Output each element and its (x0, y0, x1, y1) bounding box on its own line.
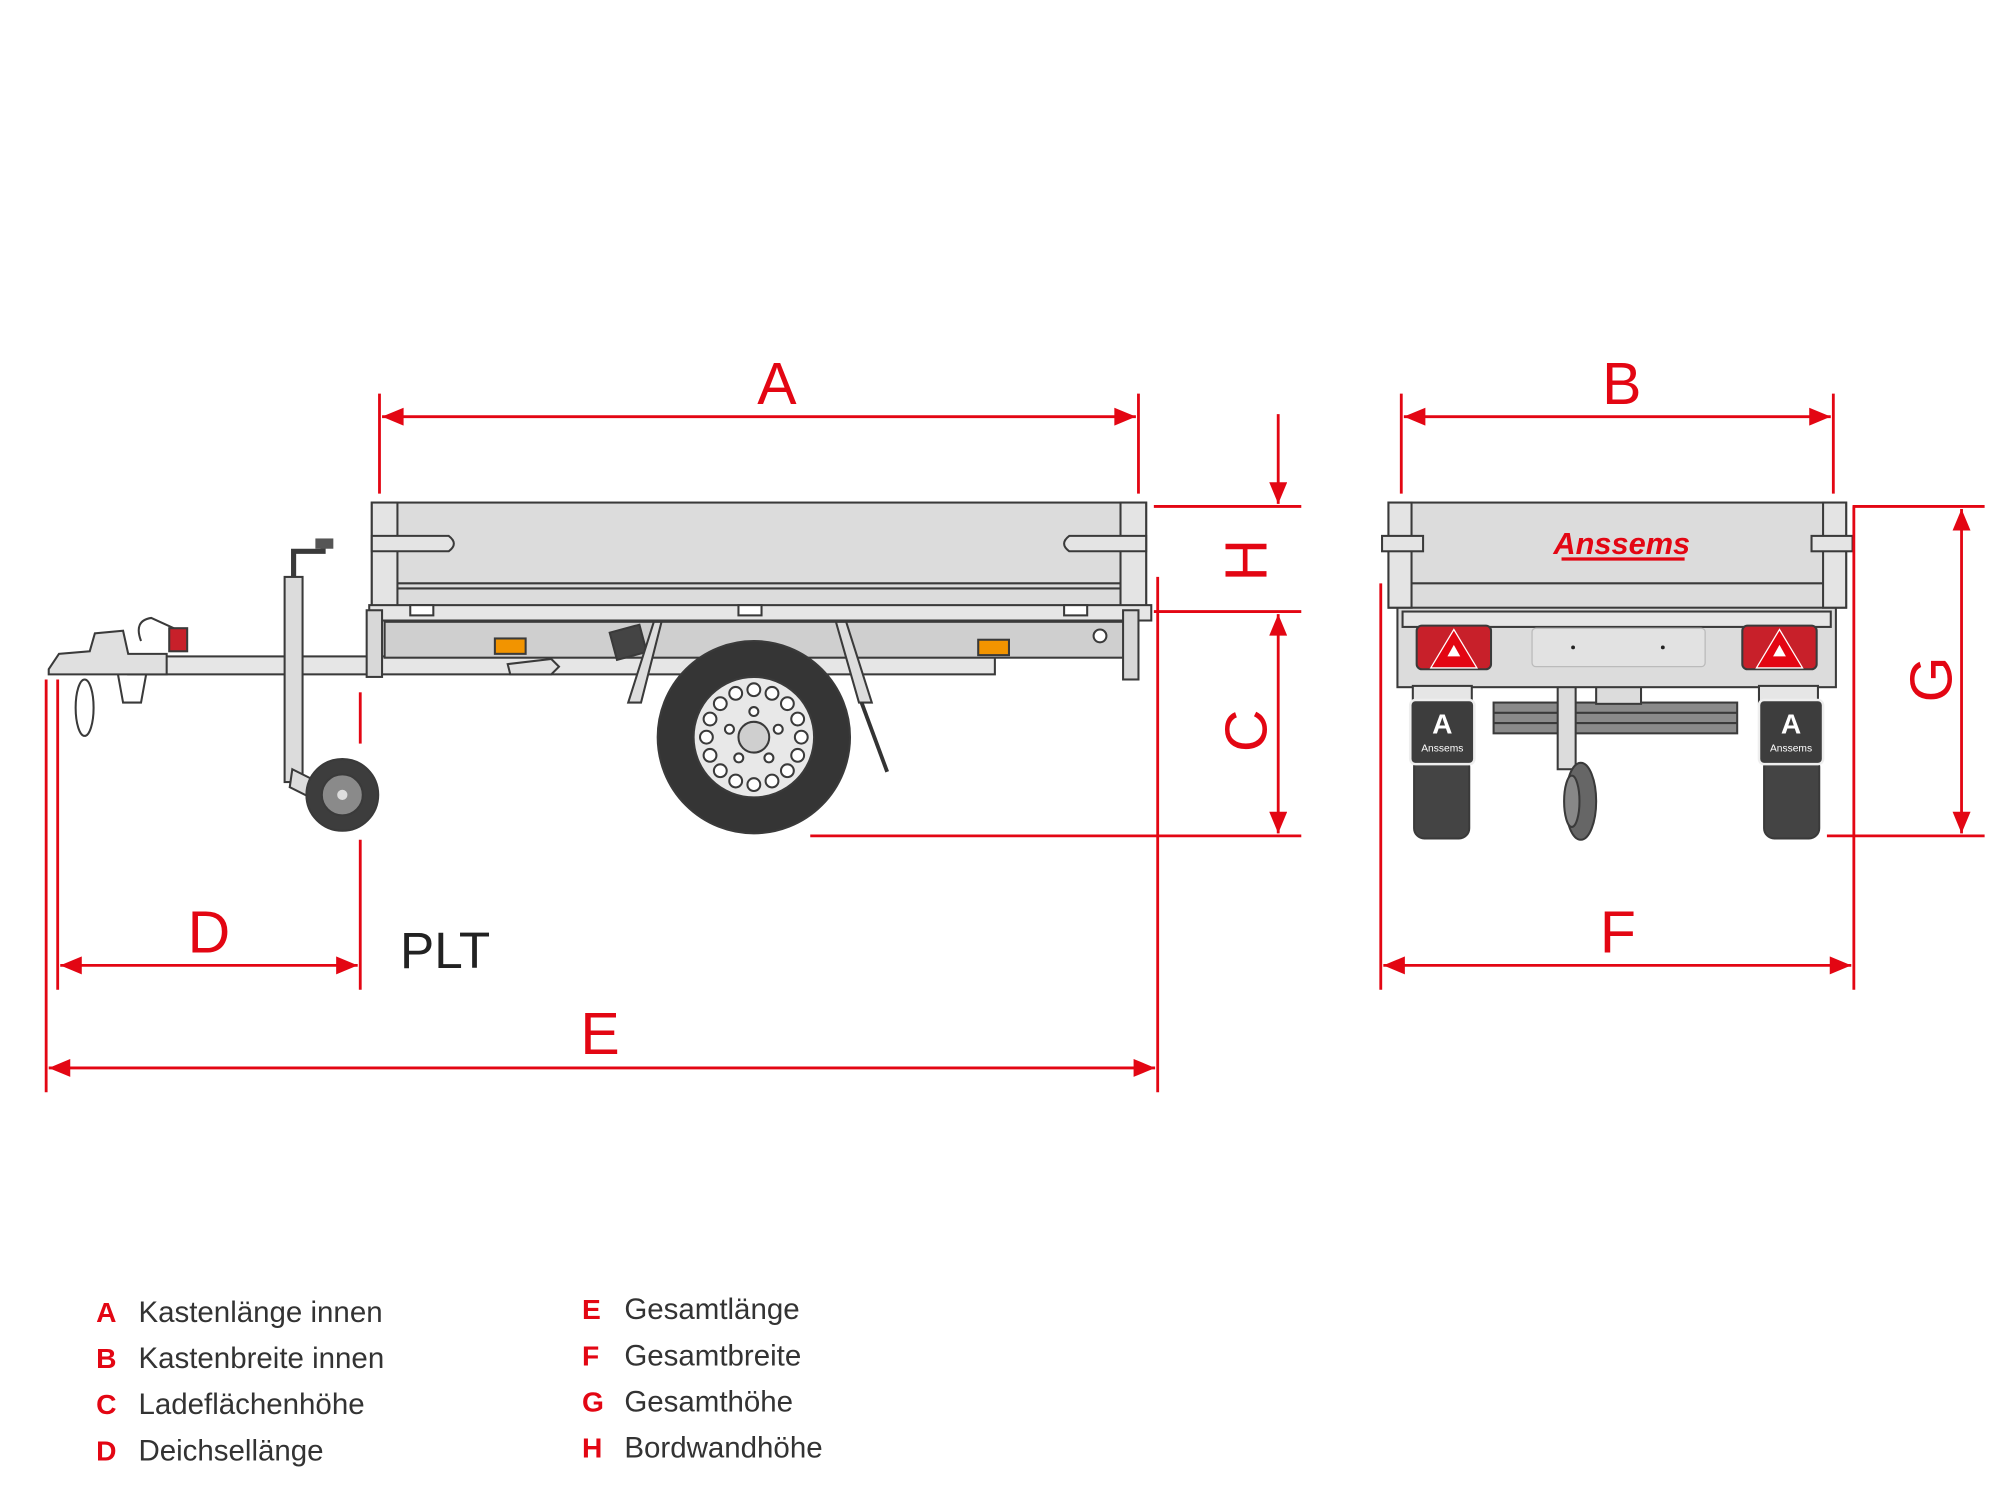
svg-text:Kastenbreite innen: Kastenbreite innen (138, 1342, 384, 1375)
dimension-label-g: G (1899, 657, 1964, 703)
mudflap-logo: Anssems (1421, 743, 1463, 754)
rim-hole (698, 729, 714, 745)
svg-text:H: H (582, 1432, 602, 1464)
rim-hole (779, 763, 795, 779)
svg-text:Gesamtbreite: Gesamtbreite (624, 1339, 801, 1372)
svg-text:E: E (582, 1293, 601, 1325)
svg-text:G: G (582, 1386, 604, 1418)
wheel-bolt (763, 752, 775, 764)
dimension-lines: A B H C G F D E (44, 352, 1985, 1093)
mudflap-logo: Anssems (1770, 743, 1812, 754)
dimension-label-c: C (1215, 709, 1280, 752)
rim-hole (728, 773, 744, 789)
axle (1492, 701, 1739, 735)
svg-text:Deichsellänge: Deichsellänge (138, 1434, 323, 1467)
loading-box (370, 501, 1148, 614)
license-plate-holder (1531, 627, 1706, 668)
rim-hole (779, 696, 795, 712)
brand-logo: Anssems (1552, 526, 1690, 561)
svg-text:F: F (582, 1339, 599, 1371)
svg-text:C: C (96, 1388, 116, 1420)
rim-hole (702, 747, 718, 763)
legend-item-g: G Gesamthöhe (582, 1386, 793, 1419)
dimension-label-e: E (580, 1002, 619, 1067)
legend-item-c: C Ladeflächenhöhe (96, 1388, 364, 1421)
dimension-label-a: A (757, 352, 797, 417)
svg-text:Bordwandhöhe: Bordwandhöhe (624, 1432, 822, 1465)
wheel-bolt (748, 706, 760, 718)
rim-hole (702, 711, 718, 727)
side-view-trailer (47, 501, 1153, 835)
wheel-bolt (733, 752, 745, 764)
legend-item-h: H Bordwandhöhe (582, 1432, 823, 1465)
reflector-rear (977, 638, 1011, 657)
jockey-wheel (283, 538, 380, 832)
dimension-label-d: D (188, 901, 231, 966)
svg-text:Ladeflächenhöhe: Ladeflächenhöhe (138, 1388, 364, 1421)
mudflap-left: A Anssems (1408, 698, 1476, 766)
coupling (47, 629, 168, 676)
legend-item-f: F Gesamtbreite (582, 1339, 801, 1372)
svg-text:D: D (96, 1434, 116, 1466)
svg-text:A: A (1781, 707, 1801, 739)
rear-view-trailer: A Anssems A Anssems Anssems (1381, 501, 1854, 841)
svg-text:B: B (96, 1342, 116, 1374)
svg-text:A: A (1432, 707, 1452, 739)
rim-hole (746, 682, 762, 698)
rim-hole (712, 763, 728, 779)
dimension-label-b: B (1602, 352, 1641, 417)
rim-hole (746, 777, 762, 793)
model-name: PLT (400, 922, 490, 979)
reflector-front (493, 637, 527, 655)
rim-hole (712, 696, 728, 712)
legend-item-d: D Deichsellänge (96, 1434, 323, 1467)
rim-hole (728, 685, 744, 701)
svg-text:Gesamtlänge: Gesamtlänge (624, 1293, 799, 1326)
rim-hole (764, 685, 780, 701)
wheel-bolt (772, 723, 784, 735)
legend-item-b: B Kastenbreite innen (96, 1342, 384, 1375)
svg-text:Gesamthöhe: Gesamthöhe (624, 1386, 793, 1419)
rim-hole (793, 729, 809, 745)
main-wheel (656, 640, 852, 835)
dimension-label-f: F (1600, 901, 1636, 966)
rim-hole (790, 711, 806, 727)
drawbar (127, 655, 996, 676)
wheel-bolt (723, 723, 735, 735)
mudflap-right: A Anssems (1757, 698, 1825, 766)
legend-item-e: E Gesamtlänge (582, 1293, 800, 1326)
dimension-label-h: H (1215, 539, 1280, 582)
legend-item-a: A Kastenlänge innen (96, 1296, 382, 1329)
rim-hole (790, 747, 806, 763)
legend: A Kastenlänge innen B Kastenbreite innen C… (96, 1293, 822, 1467)
rim-hole (764, 773, 780, 789)
svg-text:Kastenlänge innen: Kastenlänge innen (138, 1296, 382, 1329)
svg-text:A: A (96, 1296, 116, 1328)
